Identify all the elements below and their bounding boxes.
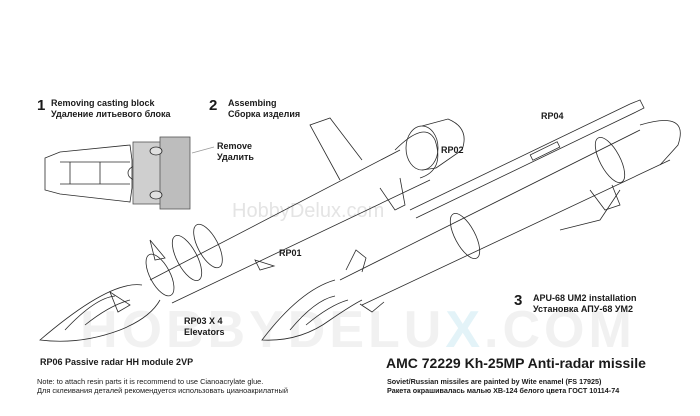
paint-note: Soviet/Russian missiles are painted by W… xyxy=(387,377,619,395)
part-label-rp04: RP04 xyxy=(541,111,564,121)
glue-note-ru: Для склеивания деталей рекомендуется исп… xyxy=(37,386,288,395)
watermark-bottom: HOBBYDELUX.COM xyxy=(80,300,636,360)
step-2-number: 2 xyxy=(209,97,218,114)
watermark-top: HobbyDelux.com xyxy=(232,200,385,222)
step-3-title: APU-68 UM2 installation Установка АПУ-68… xyxy=(533,293,637,315)
step-2-title: Assembing Сборка изделия xyxy=(228,98,300,120)
step-1-title: Removing casting block Удаление литьевог… xyxy=(51,98,171,120)
paint-note-en: Soviet/Russian missiles are painted by W… xyxy=(387,377,602,386)
watermark-bottom-left: HOBBYDELU xyxy=(80,301,446,359)
step-3-title-en: APU-68 UM2 installation xyxy=(533,293,637,303)
part-label-rp03-desc: Elevators xyxy=(184,327,225,337)
step-1-number: 1 xyxy=(37,97,46,114)
step-3-title-ru: Установка АПУ-68 УМ2 xyxy=(533,304,633,314)
watermark-bottom-right: .COM xyxy=(484,301,636,359)
product-title: AMC 72229 Kh-25MP Anti-radar missile xyxy=(386,355,646,371)
installed-missile-drawing xyxy=(261,99,681,341)
part-label-rp03-code: RP03 X 4 xyxy=(184,316,223,326)
remove-callout-en: Remove xyxy=(217,141,253,151)
step-3-number: 3 xyxy=(514,292,523,309)
glue-note-en: Note: to attach resin parts it is recomm… xyxy=(37,377,264,386)
part-label-rp06: RP06 Passive radar HH module 2VP xyxy=(40,357,194,367)
step-1-title-ru: Удаление литьевого блока xyxy=(51,109,171,119)
remove-callout: Remove Удалить xyxy=(217,141,254,163)
part-label-rp01: RP01 xyxy=(279,248,302,258)
casting-block-drawing xyxy=(44,136,215,210)
remove-callout-ru: Удалить xyxy=(217,152,254,162)
part-label-rp03: RP03 X 4 Elevators xyxy=(184,316,225,338)
assembly-missile-drawing xyxy=(39,117,439,342)
rp02-cap-drawing xyxy=(405,118,465,171)
step-2-title-en: Assembing xyxy=(228,98,277,108)
paint-note-ru: Ракета окрашивалась малью ХВ-124 белого … xyxy=(387,386,620,395)
part-label-rp02: RP02 xyxy=(441,145,464,155)
step-2-title-ru: Сборка изделия xyxy=(228,109,301,119)
watermark-bottom-x: X xyxy=(445,301,485,359)
glue-note: Note: to attach resin parts it is recomm… xyxy=(37,377,288,395)
step-1-title-en: Removing casting block xyxy=(51,98,155,108)
